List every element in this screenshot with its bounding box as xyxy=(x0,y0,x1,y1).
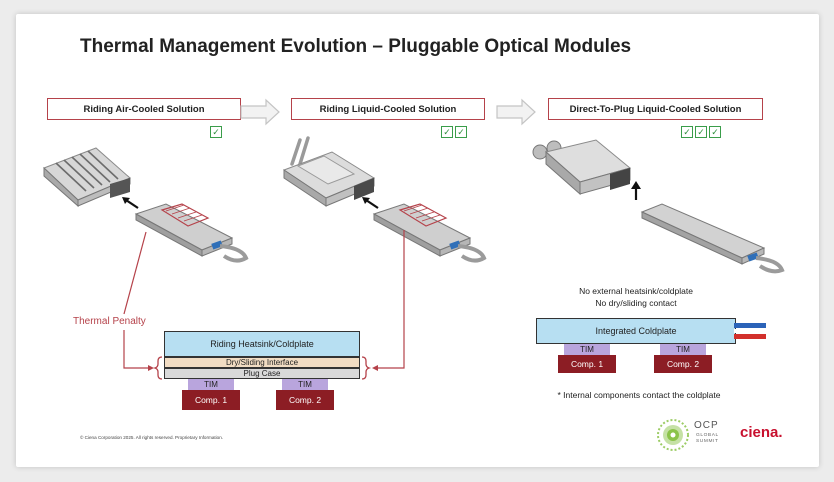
check-icon: ✓ xyxy=(709,126,721,138)
check-icon: ✓ xyxy=(455,126,467,138)
tim-1: TIM xyxy=(188,379,234,390)
pluggable-module-photo xyxy=(640,203,785,274)
ciena-logo: ciena. xyxy=(740,424,783,441)
module-cage-photo xyxy=(43,147,131,208)
thermal-penalty-label: Thermal Penalty xyxy=(73,316,146,327)
module-cage-photo xyxy=(532,139,632,196)
process-arrow xyxy=(496,98,536,126)
check-icon: ✓ xyxy=(441,126,453,138)
label-riding-liquid-cooled: Riding Liquid-Cooled Solution xyxy=(291,98,485,120)
tim-1: TIM xyxy=(564,344,610,355)
check-icon: ✓ xyxy=(681,126,693,138)
checks-air-cooled: ✓ xyxy=(210,126,222,138)
checks-liquid-cooled: ✓ ✓ xyxy=(441,126,467,138)
tim-2: TIM xyxy=(282,379,328,390)
ocp-name: OCP xyxy=(694,420,719,431)
plug-case: Plug Case xyxy=(164,368,360,379)
slide: Thermal Management Evolution – Pluggable… xyxy=(16,14,819,467)
note-no-external-heatsink: No external heatsink/coldplate xyxy=(579,286,693,296)
pluggable-module-photo xyxy=(372,203,487,263)
pluggable-module-photo xyxy=(134,203,249,263)
ocp-global: GLOBAL xyxy=(696,433,719,438)
integrated-coldplate: Integrated Coldplate xyxy=(536,318,736,344)
label-riding-air-cooled: Riding Air-Cooled Solution xyxy=(47,98,241,120)
tim-2: TIM xyxy=(660,344,706,355)
dry-sliding-interface: Dry/Sliding Interface xyxy=(164,357,360,368)
ocp-logo-icon xyxy=(657,419,689,451)
copyright-text: © Ciena Corporation 2025. All rights res… xyxy=(80,435,224,440)
insert-arrow-icon xyxy=(122,197,139,209)
footnote-internal-components: * Internal components contact the coldpl… xyxy=(557,390,721,400)
checks-direct-to-plug: ✓ ✓ ✓ xyxy=(681,126,721,138)
comp-1: Comp. 1 xyxy=(558,355,616,373)
insert-arrow-icon xyxy=(631,181,641,200)
note-no-dry-contact: No dry/sliding contact xyxy=(595,298,677,308)
check-icon: ✓ xyxy=(210,126,222,138)
page-title: Thermal Management Evolution – Pluggable… xyxy=(80,36,632,57)
comp-1: Comp. 1 xyxy=(182,390,240,410)
liquid-pipe-icon xyxy=(734,323,766,339)
comp-2: Comp. 2 xyxy=(276,390,334,410)
insert-arrow-icon xyxy=(362,197,379,209)
riding-heatsink-coldplate: Riding Heatsink/Coldplate xyxy=(164,331,360,357)
label-direct-to-plug: Direct-To-Plug Liquid-Cooled Solution xyxy=(548,98,763,120)
ocp-summit: SUMMIT xyxy=(696,439,719,444)
check-icon: ✓ xyxy=(695,126,707,138)
process-arrow xyxy=(240,98,280,126)
module-cage-photo xyxy=(282,136,376,207)
comp-2: Comp. 2 xyxy=(654,355,712,373)
